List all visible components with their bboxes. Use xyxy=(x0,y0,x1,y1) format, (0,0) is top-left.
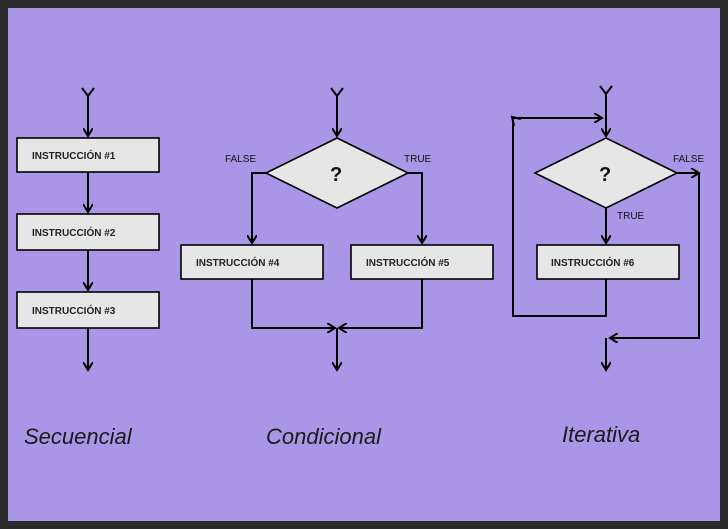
loop-back-line xyxy=(512,118,607,317)
true-label: TRUE xyxy=(404,154,432,165)
instruction-box-3: INSTRUCCIÓN #3 xyxy=(16,291,160,329)
false-label: FALSE xyxy=(673,154,704,165)
merge-arrow-right xyxy=(339,279,423,328)
instruction-label: INSTRUCCIÓN #1 xyxy=(32,149,116,162)
true-branch-arrow xyxy=(408,172,422,243)
instruction-box-1: INSTRUCCIÓN #1 xyxy=(16,137,160,173)
instruction-box-4: INSTRUCCIÓN #4 xyxy=(180,244,324,280)
iterative-flowchart: ? FALSE TRUE INSTRUCCIÓN #6 Iterativa xyxy=(512,85,704,447)
iterative-title: Iterativa xyxy=(562,422,640,447)
merge-arrow-left xyxy=(251,279,335,328)
instruction-box-6: INSTRUCCIÓN #6 xyxy=(536,244,680,280)
instruction-label: INSTRUCCIÓN #3 xyxy=(32,304,116,317)
instruction-box-5: INSTRUCCIÓN #5 xyxy=(350,244,494,280)
decision-question: ? xyxy=(599,164,611,186)
instruction-label: INSTRUCCIÓN #6 xyxy=(551,256,635,269)
sequential-title: Secuencial xyxy=(24,424,133,449)
conditional-title: Condicional xyxy=(266,424,382,449)
false-label: FALSE xyxy=(225,154,256,165)
entry-arrow-icon xyxy=(599,85,613,96)
true-label: TRUE xyxy=(617,211,645,222)
false-branch-arrow xyxy=(252,172,266,243)
decision-question: ? xyxy=(330,164,342,186)
instruction-label: INSTRUCCIÓN #2 xyxy=(32,226,116,239)
conditional-flowchart: ? FALSE TRUE INSTRUCCIÓN #4 INSTRUCCIÓN … xyxy=(180,87,494,449)
instruction-box-2: INSTRUCCIÓN #2 xyxy=(16,213,160,251)
entry-arrow-icon xyxy=(81,87,95,98)
instruction-label: INSTRUCCIÓN #4 xyxy=(196,256,280,269)
decision-diamond xyxy=(264,137,410,209)
false-exit-line xyxy=(610,173,700,338)
loop-up-arrow xyxy=(512,117,513,118)
entry-arrow-icon xyxy=(330,87,344,98)
instruction-label: INSTRUCCIÓN #5 xyxy=(366,256,450,269)
sequential-flowchart: INSTRUCCIÓN #1 INSTRUCCIÓN #2 INSTRUCCIÓ… xyxy=(16,87,160,449)
